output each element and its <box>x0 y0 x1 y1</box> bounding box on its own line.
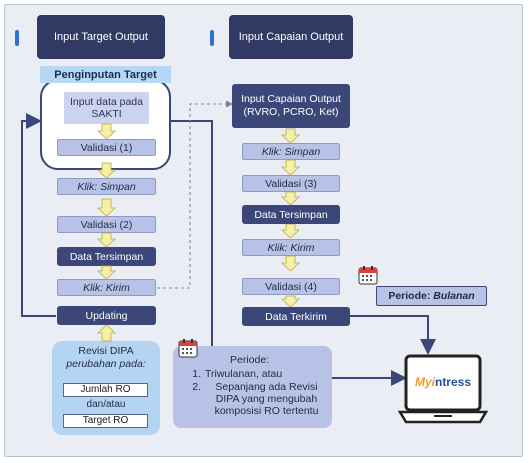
data-tersimpan-box-right: Data Tersimpan <box>242 205 340 224</box>
calendar-icon <box>178 338 198 358</box>
periode-item-1: 1.Triwulanan, atau <box>192 368 283 380</box>
section-title-penginputan: Penginputan Target <box>40 66 171 83</box>
data-tersimpan-box-left: Data Tersimpan <box>57 247 156 266</box>
data-terkirim-box: Data Terkirim <box>242 307 350 326</box>
jumlah-ro-box: Jumlah RO <box>63 383 148 397</box>
periode-bulanan-box: Periode: Bulanan <box>376 286 487 306</box>
revisi-dipa-subtitle: perubahan pada: <box>66 358 146 370</box>
validasi-4-box: Validasi (4) <box>242 278 340 295</box>
input-capaian-box: Input Capaian Output (RVRO, PCRO, Ket) <box>232 84 350 128</box>
validasi-3-box: Validasi (3) <box>242 175 340 192</box>
klik-simpan-box-right: Klik: Simpan <box>242 143 340 160</box>
header-input-target: Input Target Output <box>37 15 165 59</box>
header-accent-right <box>210 30 214 46</box>
logo-my: My <box>414 375 432 389</box>
revisi-dipa-title: Revisi DIPA <box>78 345 134 357</box>
periode-box <box>173 346 332 428</box>
updating-box: Updating <box>57 306 156 325</box>
periode-title: Periode: <box>230 354 270 366</box>
calendar-icon <box>358 265 378 285</box>
danatau-label: dan/atau <box>86 399 126 410</box>
klik-simpan-box-left: Klik: Simpan <box>57 178 156 195</box>
periode-item-2: 2.Sepanjang ada Revisi DIPA yang menguba… <box>192 381 319 417</box>
klik-kirim-box-left: Klik: Kirim <box>57 279 156 296</box>
validasi-1-box: Validasi (1) <box>57 139 156 156</box>
laptop-icon <box>397 352 489 428</box>
header-input-capaian: Input Capaian Output <box>229 15 353 59</box>
input-sakti-box: Input data pada SAKTI <box>64 92 149 124</box>
periode-bulanan-value: Bulanan <box>433 290 475 302</box>
validasi-2-box: Validasi (2) <box>57 216 156 233</box>
logo-rest: ntress <box>434 375 472 389</box>
klik-kirim-box-right: Klik: Kirim <box>242 239 340 256</box>
target-ro-box: Target RO <box>63 414 148 428</box>
header-accent-left <box>15 30 19 46</box>
